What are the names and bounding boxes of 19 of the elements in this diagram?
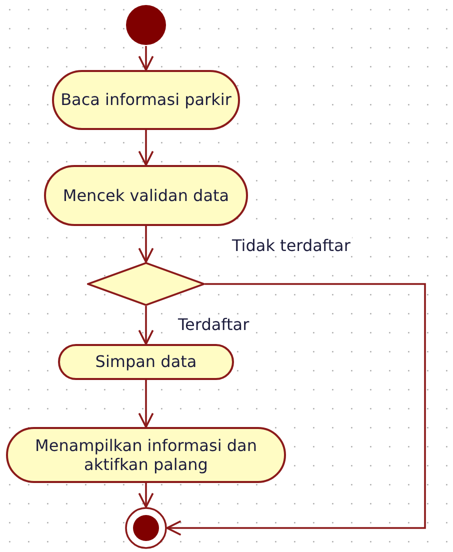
- activity-label: Baca informasi parkir: [60, 90, 232, 110]
- start-node: [125, 4, 167, 46]
- activity-box: [44, 165, 248, 226]
- arrow: [138, 226, 154, 263]
- arrow: [138, 46, 154, 71]
- activity-box: [58, 344, 234, 380]
- activity-box: [52, 70, 240, 130]
- arrow: [166, 283, 426, 536]
- arrow: [138, 380, 154, 428]
- arrow: [138, 306, 154, 345]
- activity-label: Menampilkan informasi dan aktifkan palang: [34, 436, 258, 474]
- arrow: [138, 483, 154, 508]
- activity-label: Mencek validan data: [62, 186, 230, 206]
- activity-box: [6, 427, 286, 483]
- activity-label: Simpan data: [95, 352, 197, 372]
- end-node: [125, 507, 167, 549]
- arrow: [138, 130, 154, 166]
- decision-diamond: [87, 262, 205, 306]
- edge-label: Terdaftar: [176, 315, 252, 334]
